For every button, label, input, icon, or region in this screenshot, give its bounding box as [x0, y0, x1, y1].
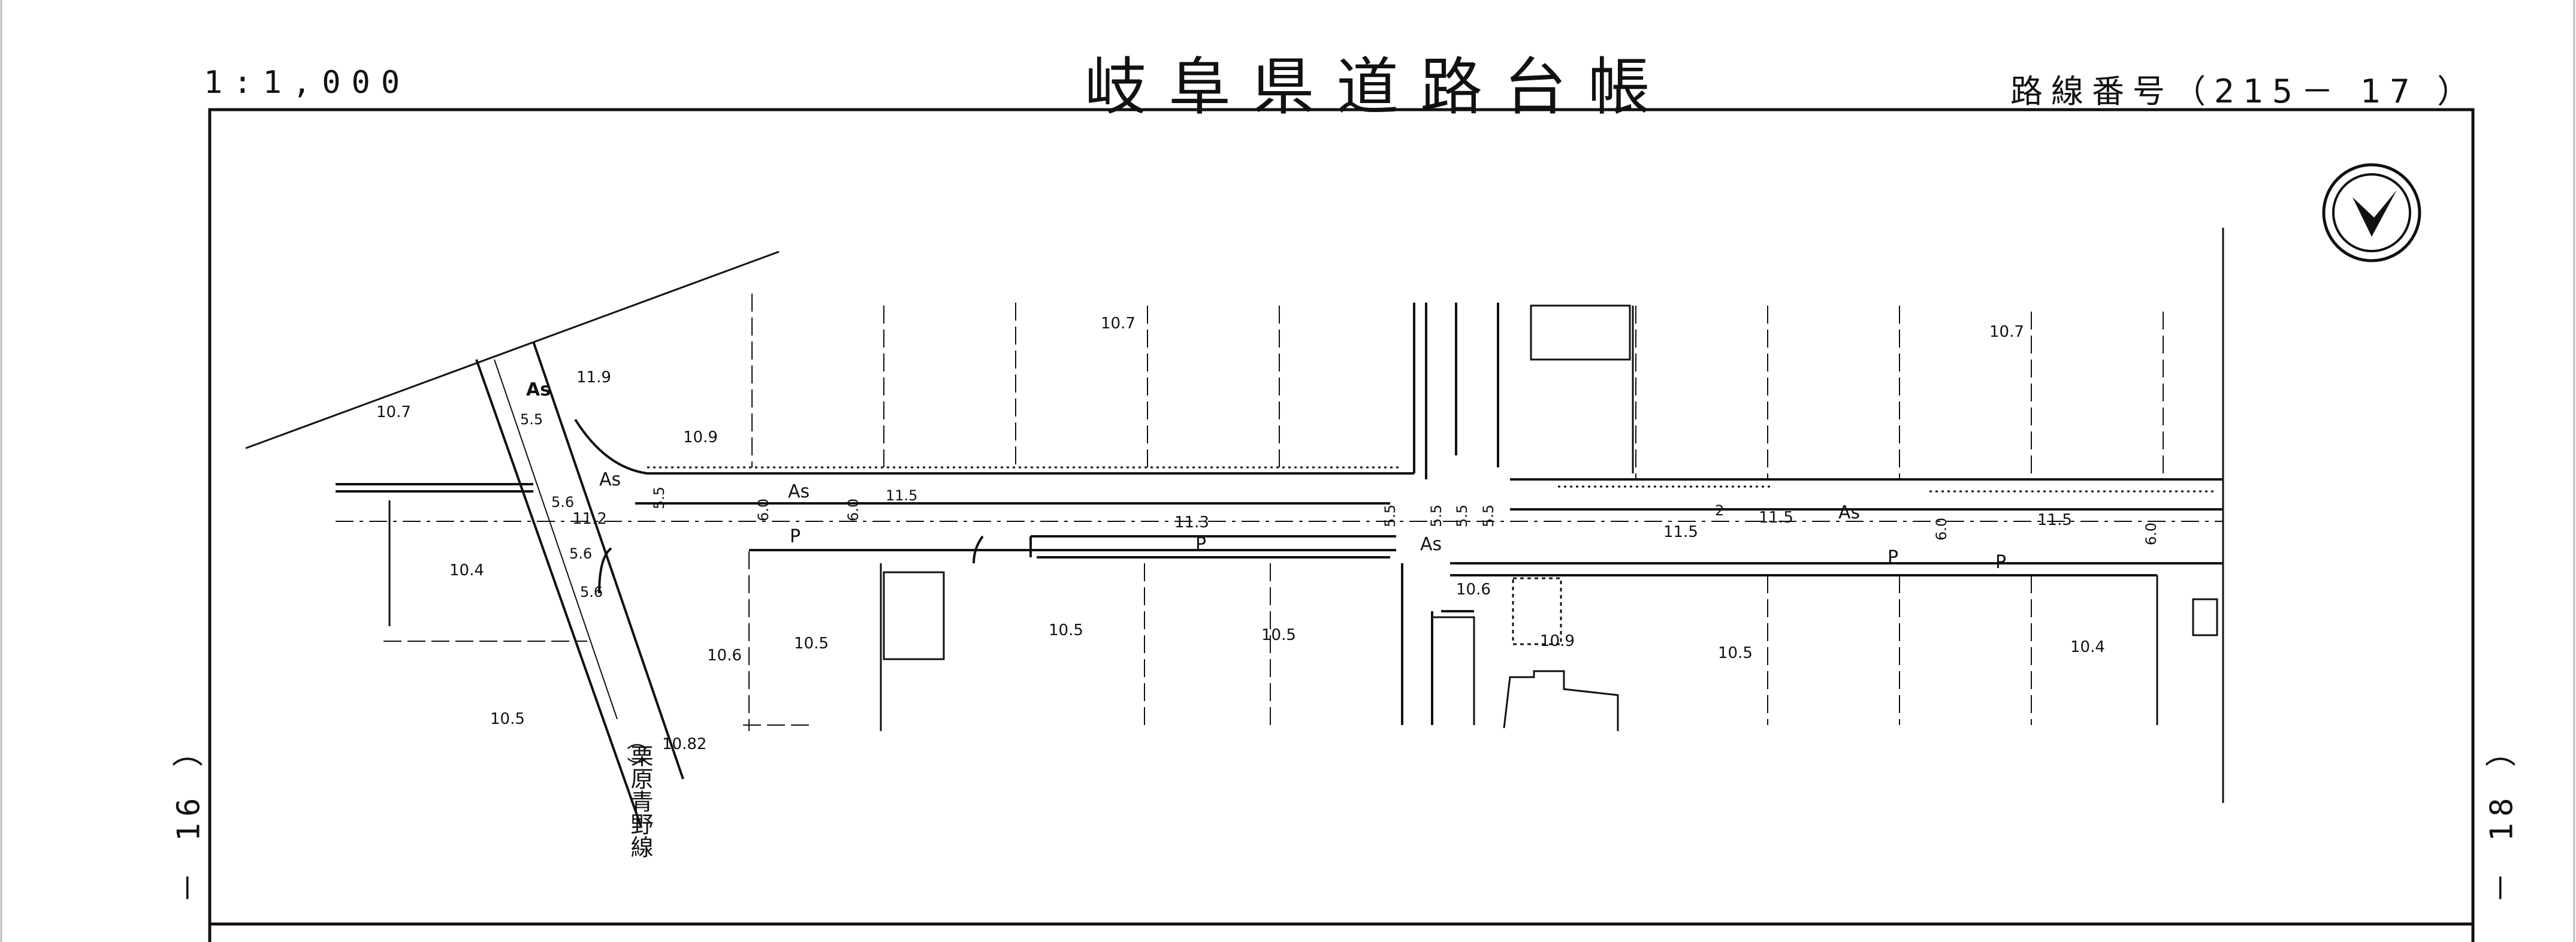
width: 5.5: [1382, 505, 1399, 527]
width: 5.5: [1480, 505, 1497, 527]
elevation: 10.5: [794, 635, 829, 653]
elevation: 10.82: [662, 735, 706, 753]
map-scale: 1:1,000: [204, 65, 411, 101]
width: 6.0: [1933, 518, 1950, 541]
page-title: 岐阜県道路台帳: [1085, 50, 1672, 123]
width: 5.5: [520, 411, 543, 428]
road-code: As: [526, 379, 551, 400]
width: 11.5: [886, 487, 917, 504]
elevation: 11.3: [1174, 514, 1209, 532]
road-code: P: [1195, 534, 1206, 555]
width: 6.0: [755, 499, 772, 521]
road-code: P: [790, 526, 801, 547]
elevation: 10.6: [707, 647, 742, 665]
width-labels: 5.5 5.6 5.6 5.6 5.5 6.0 6.0 11.5 5.5 5.5…: [520, 411, 2160, 600]
road-code-labels: As As As As As P P P P: [526, 379, 2006, 573]
crossing-road-paren: （ ）: [624, 730, 648, 777]
elevation: 10.4: [449, 561, 484, 579]
width: 6.0: [2143, 523, 2160, 545]
elevation: 10.5: [490, 710, 525, 728]
curb-line: [647, 466, 2217, 493]
elevation: 10.5: [1718, 644, 1753, 662]
elevation: 11.5: [2037, 511, 2072, 529]
road-code: As: [1420, 534, 1442, 555]
north-arrow-icon: [2322, 163, 2421, 262]
width: 5.6: [580, 584, 603, 600]
elevation: 10.5: [1049, 621, 1083, 639]
elevation: 10.7: [1989, 323, 2024, 341]
elevation: 11.5: [1759, 509, 1793, 527]
property-lines: [388, 228, 2224, 803]
route-number: 路線番号（215－ 17 ）: [2010, 73, 2478, 110]
main-road: [336, 418, 2223, 594]
road-code: P: [1995, 552, 2006, 573]
elevation: 11.9: [576, 369, 611, 387]
elevation: 11.2: [572, 510, 607, 528]
parcel-lines: [383, 294, 2164, 731]
width: 2: [1715, 502, 1724, 519]
elevation: 10.4: [2070, 638, 2105, 656]
road-code: P: [1888, 547, 1898, 568]
width: 5.6: [569, 545, 592, 562]
width: 5.5: [651, 487, 668, 509]
width: 5.6: [551, 494, 574, 511]
map-frame: [208, 108, 2475, 942]
width: 5.5: [1454, 505, 1470, 527]
elevation: 10.7: [376, 403, 411, 421]
road-code: As: [788, 481, 810, 502]
elevation-labels: 10.7 11.9 10.9 10.7 10.7 11.2 10.4 11.3 …: [376, 315, 2105, 753]
width: 5.5: [1428, 505, 1445, 527]
elevation: 10.5: [1261, 626, 1296, 644]
elevation: 10.7: [1101, 315, 1136, 333]
elevation: 10.6: [1456, 581, 1491, 599]
width: 6.0: [845, 499, 862, 521]
crossing-road-label: 栗原青野線: [627, 744, 653, 858]
road-code: As: [599, 469, 621, 490]
road-code: As: [1838, 502, 1860, 523]
elevation: 10.9: [683, 428, 718, 446]
elevation: 10.9: [1540, 632, 1575, 650]
crossing-road: [475, 341, 684, 828]
elevation: 11.5: [1663, 523, 1698, 541]
